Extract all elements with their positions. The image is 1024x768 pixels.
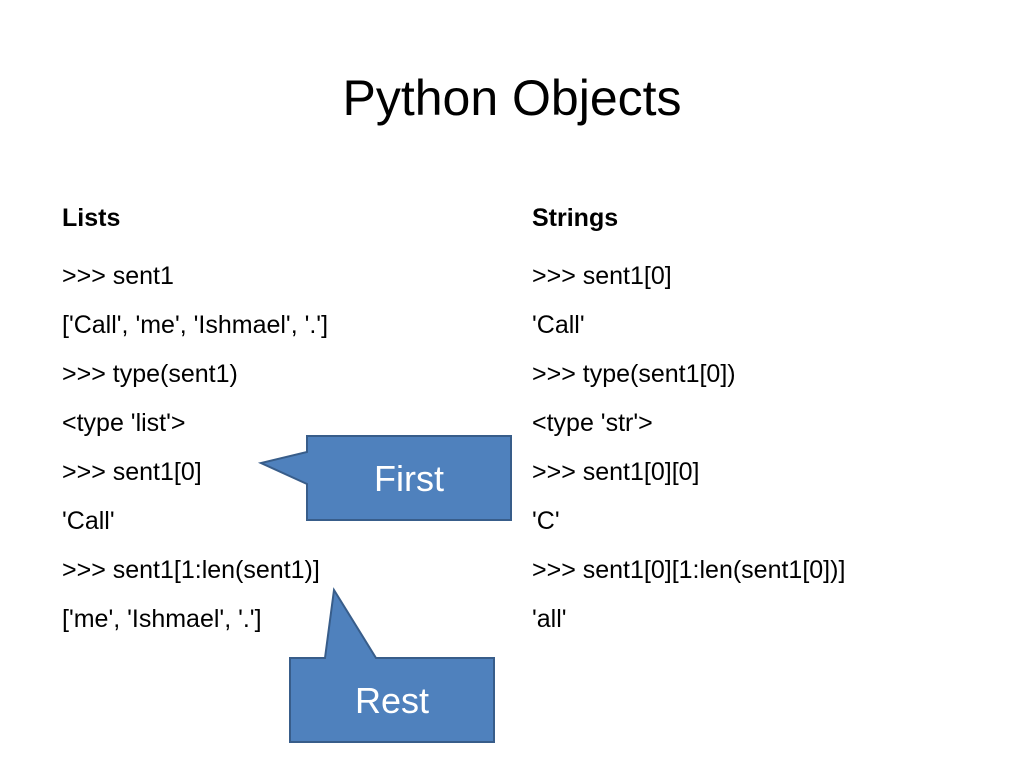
strings-code-lines: >>> sent1[0] 'Call' >>> type(sent1[0]) <… [532, 252, 1002, 644]
lists-heading: Lists [62, 204, 121, 232]
callout-rest-label: Rest [354, 680, 430, 721]
code-line: >>> type(sent1[0]) [532, 360, 736, 388]
code-line: >>> sent1[0][0] [532, 458, 700, 486]
code-line: ['me', 'Ishmael', '.'] [62, 605, 262, 633]
code-line: <type 'str'> [532, 409, 653, 437]
code-line: >>> sent1[0] [532, 262, 672, 290]
code-line: 'all' [532, 605, 567, 633]
callout-first-shape [257, 435, 512, 521]
lists-column: Lists >>> sent1 ['Call', 'me', 'Ishmael'… [62, 200, 482, 644]
lists-code-lines: >>> sent1 ['Call', 'me', 'Ishmael', '.']… [62, 252, 482, 644]
code-line: >>> sent1[1:len(sent1)] [62, 556, 320, 584]
strings-heading: Strings [532, 204, 619, 232]
code-line: >>> type(sent1) [62, 360, 238, 388]
code-line: >>> sent1[0][1:len(sent1[0])] [532, 556, 846, 584]
strings-column: Strings >>> sent1[0] 'Call' >>> type(sen… [532, 200, 1002, 644]
code-line: 'C' [532, 507, 560, 535]
code-line: 'Call' [532, 311, 585, 339]
code-line: ['Call', 'me', 'Ishmael', '.'] [62, 311, 329, 339]
slide-title: Python Objects [342, 70, 682, 126]
code-line: >>> sent1 [62, 262, 174, 290]
callout-first-label: First [374, 458, 444, 499]
code-line: 'Call' [62, 507, 115, 535]
callout-rest-shape [289, 587, 495, 743]
code-line: <type 'list'> [62, 409, 186, 437]
code-line: >>> sent1[0] [62, 458, 202, 486]
